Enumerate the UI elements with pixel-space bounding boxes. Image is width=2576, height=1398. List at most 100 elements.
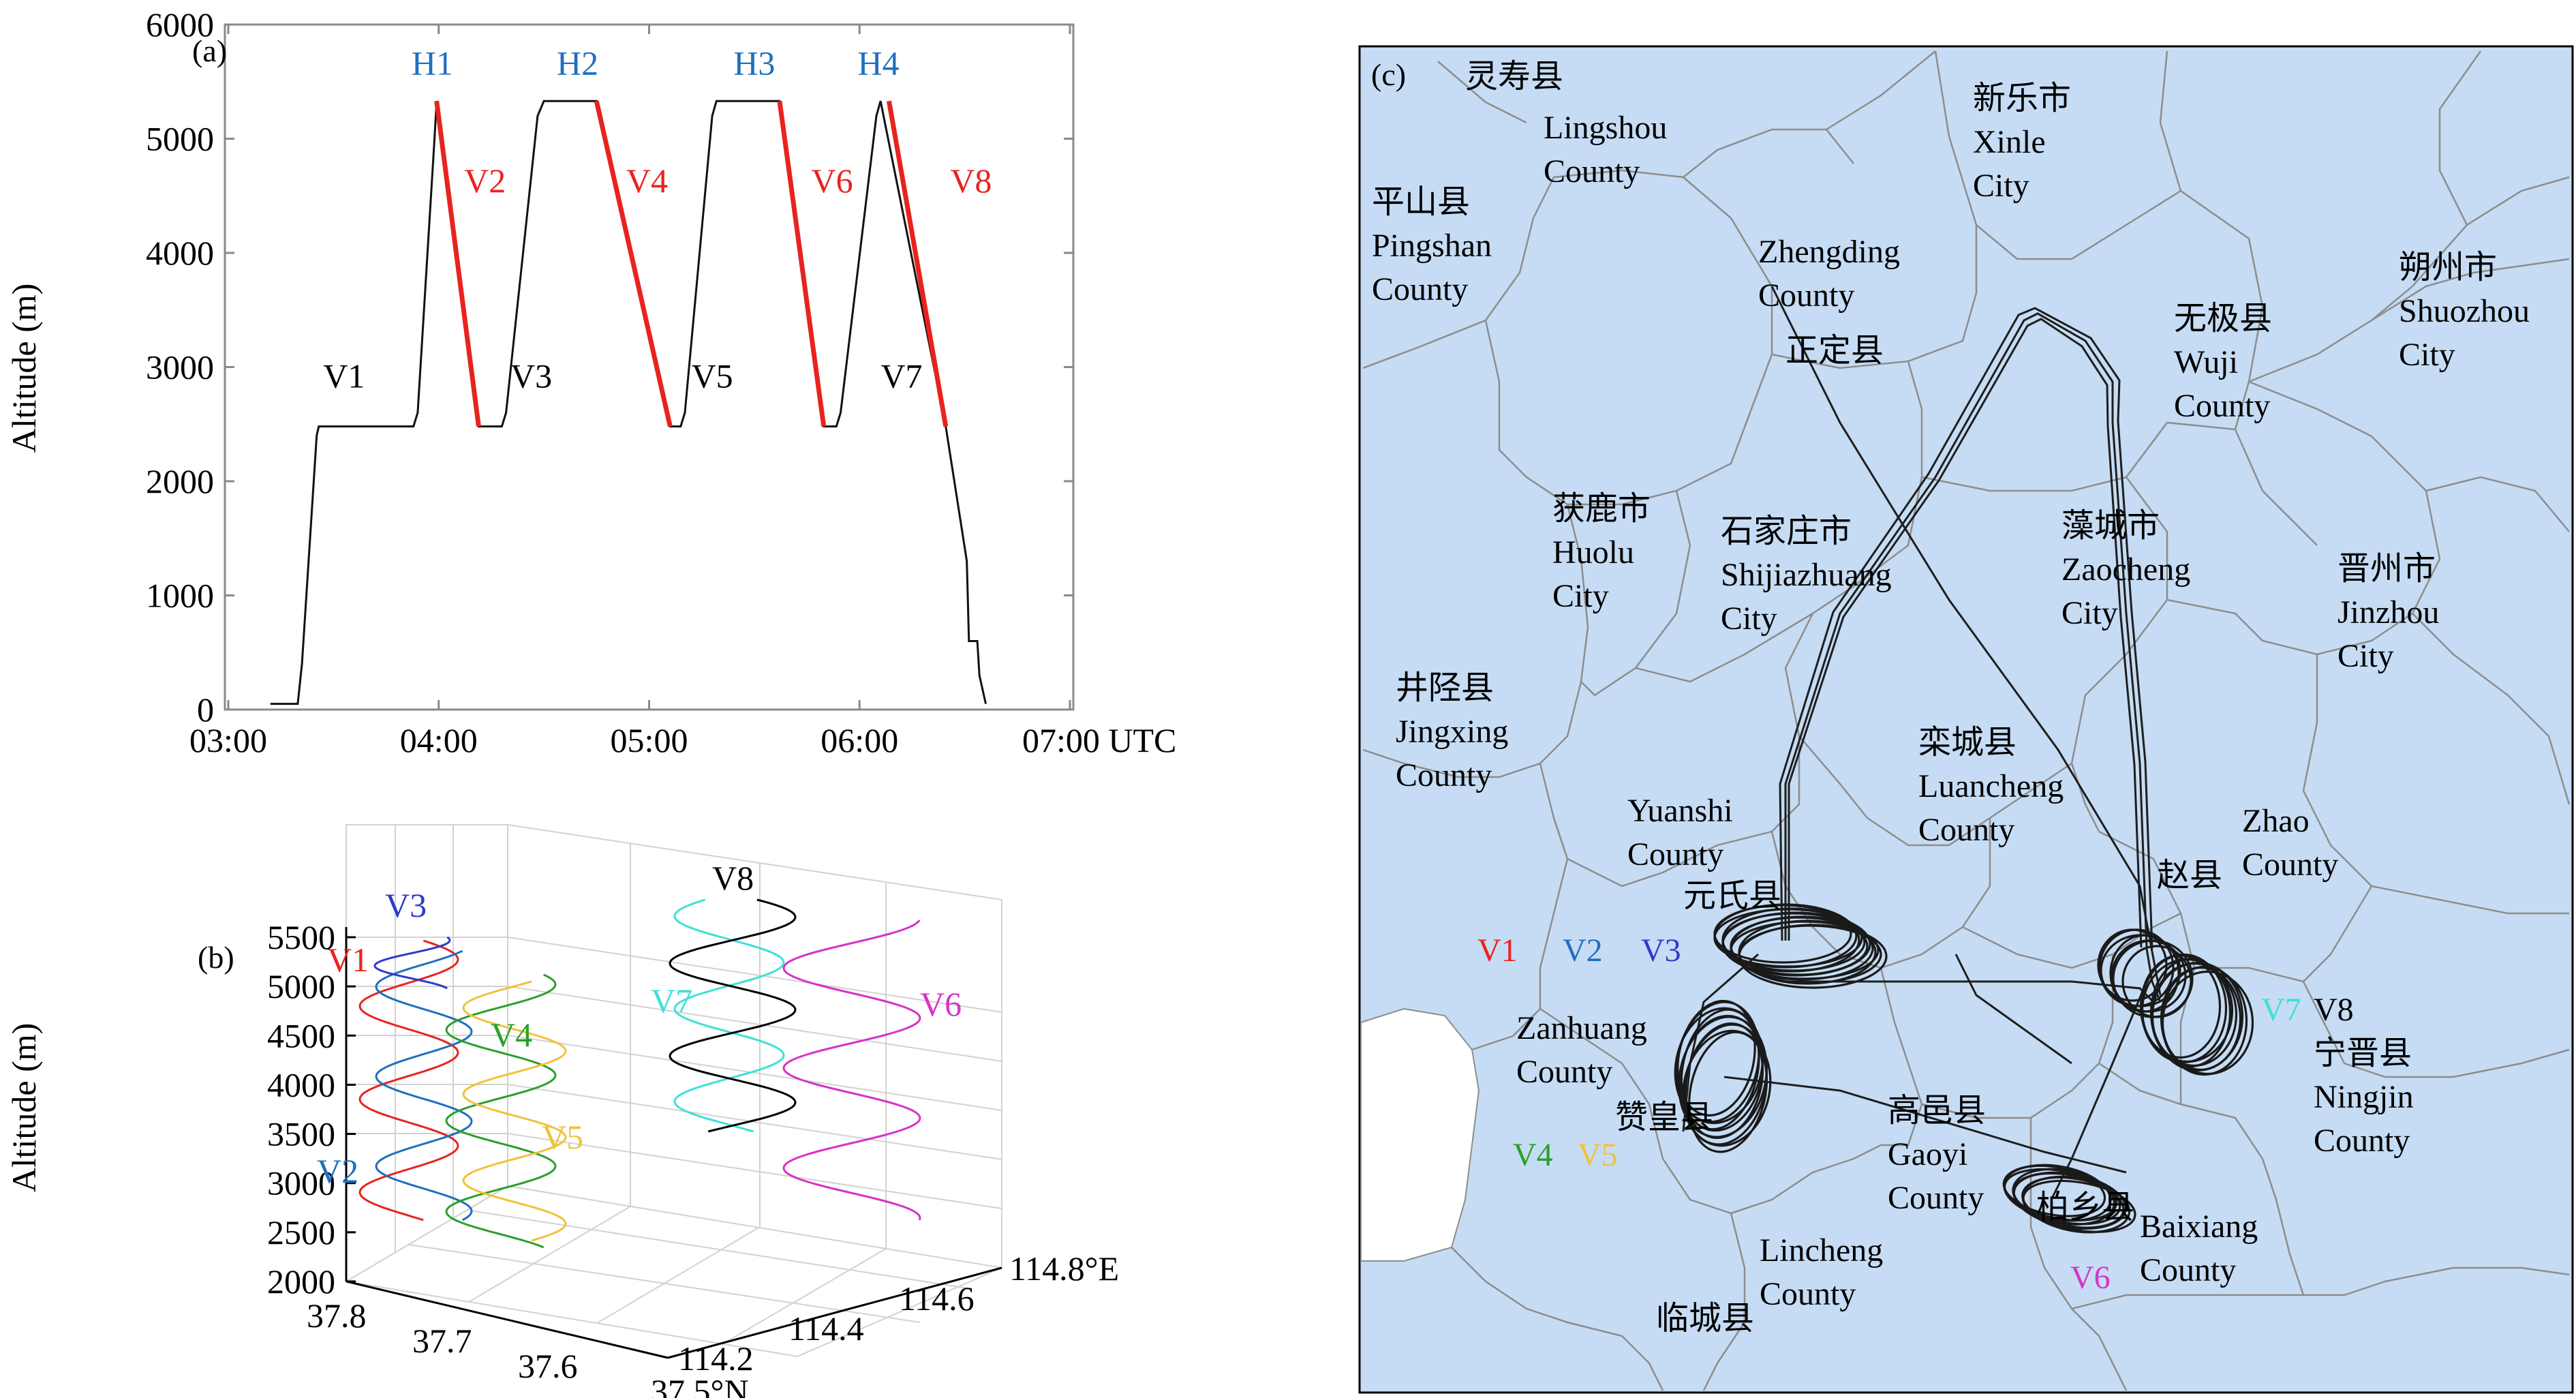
place-label-line: City	[1552, 578, 1609, 614]
map-label-v4: V4	[1513, 1137, 1553, 1173]
loop-baixiang	[2003, 1168, 2118, 1221]
place-label: 赵县	[2157, 857, 2222, 894]
place-label-line: 新乐市	[1973, 80, 2071, 117]
y-tick-label: 3000	[146, 348, 214, 386]
lat-tick-label: 37.8	[307, 1296, 367, 1335]
z-tick-label: 3500	[267, 1115, 335, 1153]
segment-label-v1: V1	[323, 357, 365, 395]
spiral-label-v4: V4	[491, 1016, 532, 1054]
place-label-line: 宁晋县	[2314, 1035, 2412, 1072]
place-label-line: County	[1516, 1054, 1612, 1090]
z-tick-label: 5500	[267, 918, 335, 956]
segment-label-h2: H2	[557, 44, 598, 82]
panel-a-flight-profile	[270, 100, 987, 705]
place-label: 柏乡县	[2036, 1189, 2134, 1226]
z-tick-label: 2000	[267, 1262, 335, 1301]
spiral-label-v5: V5	[542, 1118, 583, 1156]
place-label-line: Baixiang	[2140, 1209, 2258, 1245]
place-label-line: County	[2242, 847, 2338, 883]
place-label-line: 赞皇县	[1615, 1099, 1713, 1136]
segment-label-v7: V7	[880, 357, 922, 395]
panel-a-frame	[224, 23, 1075, 711]
place-label-line: Xinle	[1973, 124, 2046, 160]
place-label-line: V8	[2314, 992, 2354, 1028]
place-label-line: County	[1918, 812, 2014, 848]
loop-zhao	[2121, 945, 2192, 1018]
panel-a-ylabel: Altitude (m)	[5, 284, 43, 453]
place-label-line: 藻城市	[2061, 508, 2160, 544]
place-label-line: Zanhuang	[1516, 1010, 1647, 1046]
segment-label-h3: H3	[733, 44, 775, 82]
place-label-line: County	[1372, 271, 1468, 307]
lat-tick-label: 37.5°N	[651, 1372, 749, 1398]
lat-tick-label: 37.7	[412, 1322, 472, 1360]
spiral-label-v2: V2	[317, 1152, 358, 1190]
place-label-line: City	[1973, 168, 2029, 204]
place-label: 灵寿县	[1465, 59, 1563, 95]
place-label-line: County	[1888, 1180, 1984, 1216]
place-label-line: Lingshou	[1544, 110, 1667, 146]
y-tick-label: 1000	[146, 577, 214, 615]
segment-label-v8: V8	[950, 162, 992, 200]
place-label-line: Luancheng	[1918, 768, 2064, 804]
segment-label-v6: V6	[812, 162, 853, 200]
place-label-line: Shuozhou	[2399, 293, 2530, 329]
y-tick-label: 0	[197, 690, 214, 729]
segment-label-v3: V3	[510, 357, 552, 395]
place-label-line: Zhao	[2242, 803, 2310, 839]
spiral-v5	[462, 980, 567, 1242]
map-label-v2: V2	[1563, 932, 1603, 969]
place-label: 赞皇县	[1615, 1099, 1713, 1136]
place-label-line: County	[1758, 277, 1854, 314]
panel-b-spiral-traces	[358, 898, 921, 1249]
place-label-line: County	[2314, 1123, 2410, 1159]
segment-label-h1: H1	[412, 44, 453, 82]
spiral-label-v1: V1	[327, 941, 369, 979]
place-label-line: 获鹿市	[1552, 491, 1651, 527]
map-label-v5: V5	[1578, 1137, 1618, 1173]
panel-c-frame	[1358, 45, 2574, 1394]
y-tick-label: 5000	[146, 120, 214, 158]
place-label-line: 栾城县	[1918, 725, 2017, 761]
panel-c-label: (c)	[1371, 57, 1406, 92]
place-label-line: 朔州市	[2399, 249, 2497, 286]
place-label-line: 平山县	[1372, 184, 1470, 220]
descent-segment-v8	[887, 100, 949, 427]
x-tick-label: 07:00 UTC	[1022, 721, 1176, 759]
spiral-v3	[373, 936, 451, 990]
place-label: 正定县	[1785, 333, 1884, 369]
place-label-line: 正定县	[1785, 333, 1884, 369]
segment-label-v2: V2	[464, 162, 506, 200]
place-label-line: 临城县	[1656, 1301, 1754, 1337]
loop-zanhuang	[1688, 1031, 1768, 1153]
descent-segment-v4	[594, 100, 673, 427]
loop-baixiang	[2022, 1179, 2136, 1233]
place-label-line: County	[2140, 1252, 2236, 1288]
map-spiral-loops	[1674, 903, 2254, 1234]
descent-segment-v6	[777, 100, 827, 427]
place-label-line: County	[1396, 757, 1492, 793]
place-label-line: Shijiazhuang	[1721, 557, 1892, 593]
place-label-line: Ningjin	[2314, 1079, 2414, 1115]
place-label-line: Zhengding	[1758, 234, 1900, 270]
spiral-v4	[445, 973, 557, 1249]
z-tick-label: 2500	[267, 1213, 335, 1251]
